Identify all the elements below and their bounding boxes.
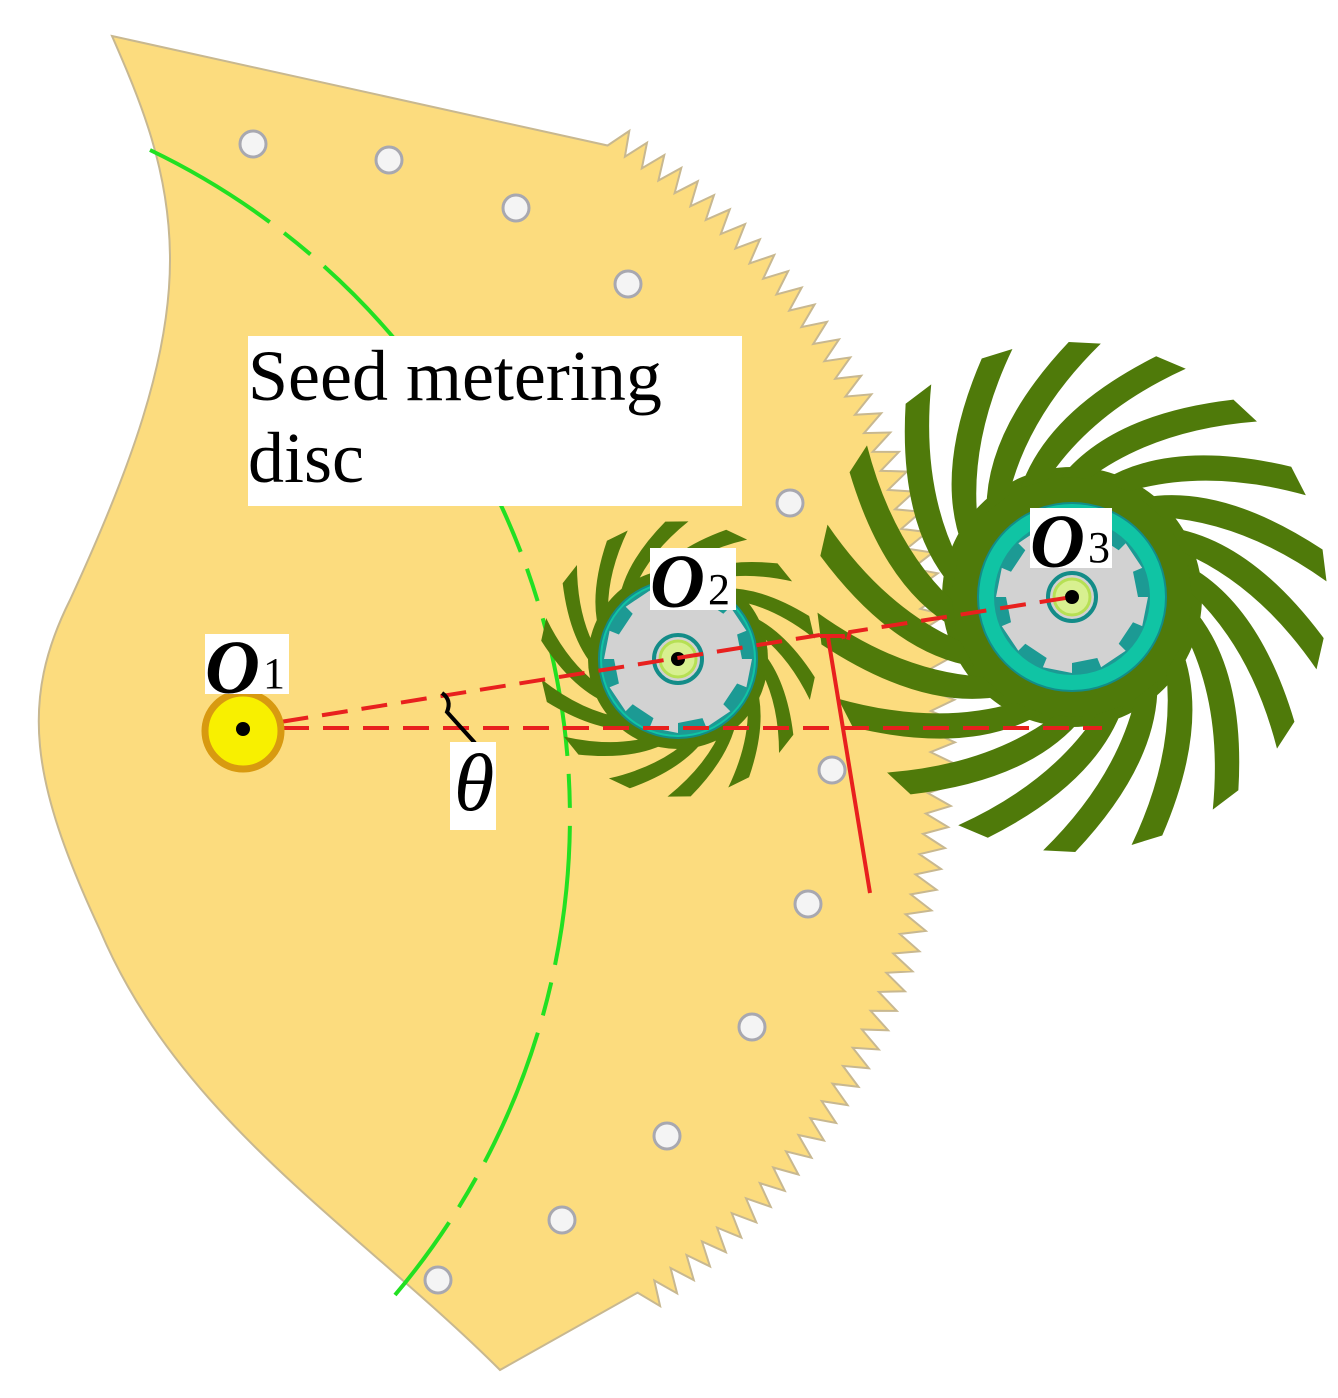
disc-label: Seed metering disc [248, 336, 742, 506]
angle-arc-marker [440, 691, 477, 745]
impeller-blade [728, 681, 761, 788]
seed-hole [652, 1121, 682, 1151]
solid-normal-line [826, 636, 872, 894]
impeller-blade [958, 705, 1124, 838]
label-o2-main: O [650, 540, 705, 624]
label-o3: O 3 [1030, 504, 1112, 580]
seed-hole [613, 269, 643, 299]
seed-hole [793, 889, 823, 919]
guide-lines [242, 595, 1102, 894]
seed-hole [775, 488, 805, 518]
impeller-blade [618, 521, 689, 606]
seed-holes [238, 129, 847, 1295]
hub-core-ring [652, 633, 704, 685]
impeller-blade [951, 349, 1013, 548]
label-o1-main: O [205, 626, 260, 710]
impeller-blade [743, 612, 815, 700]
impeller-blade [1140, 495, 1327, 582]
dashed-line-to-o3 [820, 595, 1073, 654]
seed-hole [737, 1012, 767, 1042]
label-o2-sub: 2 [708, 565, 730, 614]
impeller-blade [820, 524, 975, 667]
impeller-blade [562, 565, 600, 673]
impeller-blade [716, 588, 815, 639]
hub-center-dot [1065, 590, 1079, 604]
label-o1: O 1 [205, 630, 289, 706]
label-o2: O 2 [650, 544, 736, 620]
seed-hole [817, 755, 847, 785]
label-o3-sub: 3 [1088, 523, 1110, 572]
impeller-blade [1043, 681, 1158, 852]
label-o1-sub: 1 [263, 649, 285, 698]
seed-metering-disc [37, 34, 958, 1372]
seed-hole [423, 1265, 453, 1295]
impeller-blade [1187, 565, 1295, 749]
impeller-blade [1131, 646, 1193, 845]
seed-hole [501, 193, 531, 223]
impeller-blade [1020, 356, 1186, 489]
impeller-blade [667, 712, 738, 797]
center-o1-dot [236, 722, 250, 736]
impeller-blade [608, 732, 709, 789]
impeller-blade [904, 384, 959, 588]
impeller-blade [1169, 527, 1324, 670]
disc-label-line2: disc [248, 410, 388, 502]
seed-track-arc [149, 148, 572, 1297]
impeller-blade [1060, 399, 1257, 479]
label-theta-symbol: θ [454, 737, 495, 828]
label-theta: θ [450, 742, 496, 830]
seed-hole [374, 145, 404, 175]
impeller-blade [1102, 455, 1306, 496]
impeller-blade [563, 735, 674, 756]
dashed-line-o1-o2 [242, 633, 821, 730]
impeller-blade [986, 342, 1101, 513]
impeller-blade [849, 445, 957, 629]
impeller-blade [541, 618, 613, 706]
impeller-blade [1185, 606, 1240, 810]
impeller-blade [595, 530, 628, 637]
disc-label-line1: Seed metering [248, 336, 662, 416]
label-o3-main: O [1030, 500, 1085, 584]
seed-hole [547, 1205, 577, 1235]
hub-core-ring [1046, 571, 1098, 623]
impeller-blade [887, 715, 1084, 795]
impeller-blade [541, 679, 640, 730]
seed-hole [238, 129, 268, 159]
impeller-blade [817, 612, 1004, 699]
